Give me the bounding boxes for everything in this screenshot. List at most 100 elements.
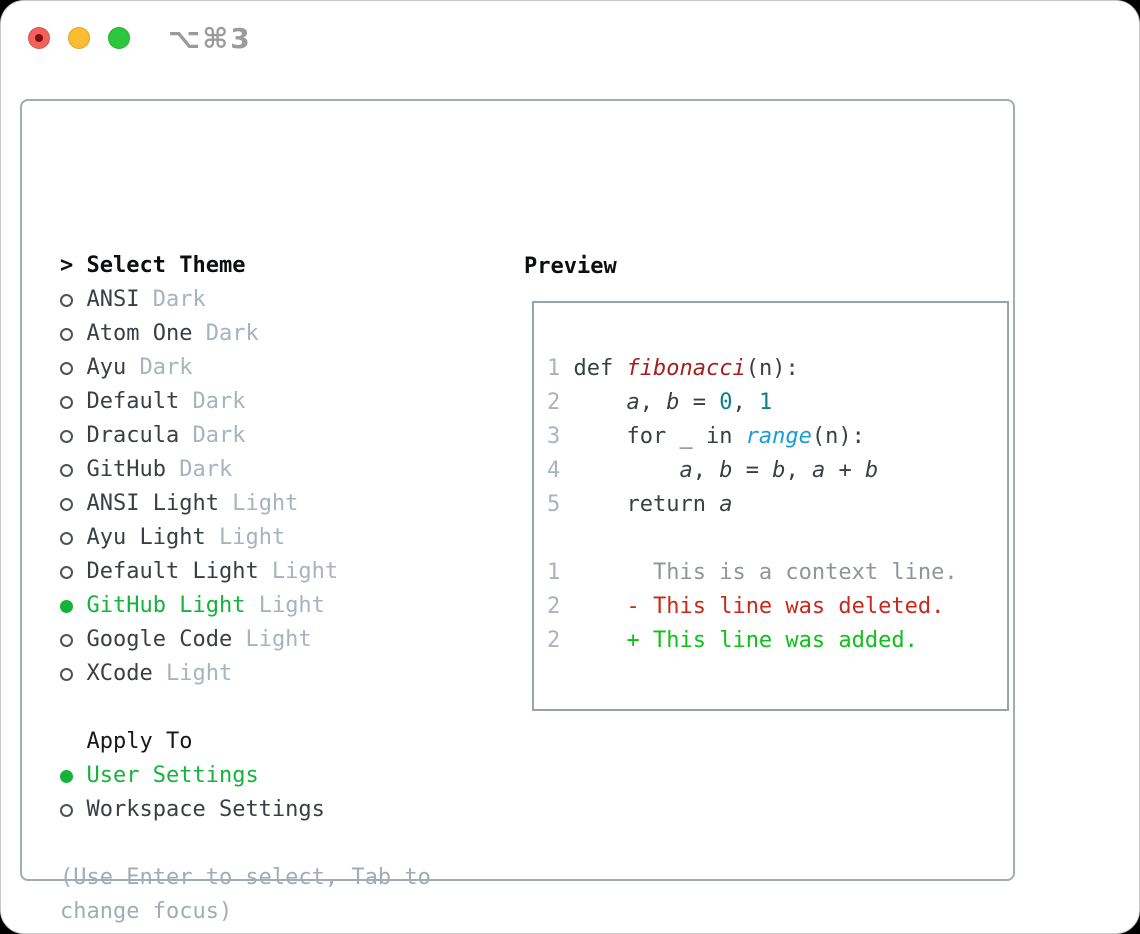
apply-option-user-settings[interactable]: User Settings	[60, 759, 460, 793]
preview-header: Preview	[524, 253, 617, 279]
code-token-plain: ,	[692, 458, 720, 483]
option-label: GitHub	[86, 457, 166, 482]
code-token-plain	[560, 560, 653, 585]
radio-icon	[60, 429, 87, 443]
variant-label: Light	[232, 627, 312, 652]
code-token-num: 0	[719, 390, 733, 415]
code-token-var: b	[772, 458, 786, 483]
titlebar: ⌥⌘3	[1, 1, 1139, 75]
option-label: Default	[86, 389, 180, 414]
code-token-var: a	[679, 458, 693, 483]
option-label: ANSI	[86, 287, 140, 312]
variant-label: Dark	[179, 423, 246, 448]
code-token-plain	[560, 458, 679, 483]
theme-item-default[interactable]: Default Dark	[60, 385, 460, 419]
theme-item-ansi-light[interactable]: ANSI Light Light	[60, 487, 460, 521]
radio-dot	[60, 803, 73, 817]
radio-icon	[60, 803, 87, 817]
code-token-var: b	[864, 458, 879, 483]
select-theme-title: Select Theme	[86, 253, 246, 278]
theme-item-ayu[interactable]: Ayu Dark	[60, 351, 460, 385]
code-token-plain: ,	[639, 390, 667, 415]
minimize-button[interactable]	[68, 27, 90, 49]
theme-item-dracula[interactable]: Dracula Dark	[60, 419, 460, 453]
radio-dot	[60, 769, 73, 783]
preview-pane: 1 def fibonacci(n): 2 a, b = 0, 1 3 for _ …	[532, 301, 1009, 711]
code-token-lineno: 5	[547, 492, 561, 517]
code-token-var: a	[626, 390, 640, 415]
code-line: 2 + This line was added.	[547, 624, 958, 658]
radio-icon	[60, 531, 87, 545]
code-line: 1 This is a context line.	[547, 556, 958, 590]
help-hint-text: (Use Enter to select, Tab to change focu…	[60, 865, 431, 924]
code-token-plain: return	[560, 492, 720, 517]
code-line	[547, 522, 958, 556]
code-token-lineno: 2	[547, 390, 561, 415]
radio-dot	[60, 497, 73, 511]
theme-item-ayu-light[interactable]: Ayu Light Light	[60, 521, 460, 555]
theme-item-google-code[interactable]: Google Code Light	[60, 623, 460, 657]
apply-option-workspace-settings[interactable]: Workspace Settings	[60, 793, 460, 827]
variant-label: Light	[218, 491, 299, 516]
code-token-plain: +	[825, 458, 865, 483]
code-token-var: b	[719, 458, 733, 483]
code-token-lineno: 4	[547, 458, 561, 483]
code-token-plain	[560, 594, 626, 619]
code-line: 3 for _ in range(n):	[547, 420, 958, 454]
cursor-prefix: >	[60, 253, 87, 278]
radio-icon	[60, 395, 87, 409]
code-token-del: - This line was deleted.	[626, 594, 945, 619]
close-button[interactable]	[28, 27, 50, 49]
select-theme-header: > Select Theme	[60, 249, 460, 283]
option-label: Default Light	[86, 559, 259, 584]
keyboard-shortcut-label: ⌥⌘3	[168, 22, 252, 55]
theme-item-default-light[interactable]: Default Light Light	[60, 555, 460, 589]
code-line: 1 def fibonacci(n):	[547, 352, 958, 386]
variant-label: Dark	[126, 355, 193, 380]
radio-dot	[60, 463, 73, 477]
code-preview: 1 def fibonacci(n): 2 a, b = 0, 1 3 for _ …	[547, 352, 958, 658]
theme-item-ansi[interactable]: ANSI Dark	[60, 283, 460, 317]
code-line: 5 return a	[547, 488, 958, 522]
code-token-plain	[560, 390, 626, 415]
code-token-plain: def	[560, 356, 627, 381]
radio-icon	[60, 361, 87, 375]
code-token-num: 1	[758, 390, 773, 415]
code-token-lineno: 3	[547, 424, 561, 449]
code-token-lineno: 1	[547, 356, 561, 381]
radio-dot	[60, 293, 73, 307]
zoom-button[interactable]	[108, 27, 130, 49]
code-token-plain: (n):	[811, 424, 865, 449]
spacer	[60, 691, 460, 725]
variant-label: Dark	[192, 321, 259, 346]
radio-icon	[60, 667, 87, 681]
radio-dot	[60, 599, 73, 613]
variant-label: Light	[258, 559, 339, 584]
theme-item-github-light[interactable]: GitHub Light Light	[60, 589, 460, 623]
radio-dot	[60, 327, 73, 341]
variant-label: Light	[205, 525, 286, 550]
theme-item-github[interactable]: GitHub Dark	[60, 453, 460, 487]
radio-dot	[60, 531, 73, 545]
variant-label: Light	[152, 661, 233, 686]
apply-to-header: Apply To	[86, 729, 193, 754]
close-dot-icon	[35, 34, 43, 42]
radio-icon	[60, 327, 87, 341]
radio-dot	[60, 429, 73, 443]
theme-item-atom-one[interactable]: Atom One Dark	[60, 317, 460, 351]
code-token-plain: =	[679, 390, 720, 415]
option-label: User Settings	[86, 763, 259, 788]
radio-dot	[60, 565, 73, 579]
code-token-plain: ,	[732, 390, 759, 415]
variant-label: Dark	[165, 457, 233, 482]
radio-icon	[60, 497, 87, 511]
code-token-var: a	[811, 458, 826, 483]
code-token-lineno: 1	[547, 560, 561, 585]
option-label: Dracula	[86, 423, 180, 448]
theme-item-xcode[interactable]: XCode Light	[60, 657, 460, 691]
radio-dot	[60, 361, 73, 375]
radio-selected-icon	[60, 769, 87, 783]
option-label: GitHub Light	[86, 593, 246, 618]
